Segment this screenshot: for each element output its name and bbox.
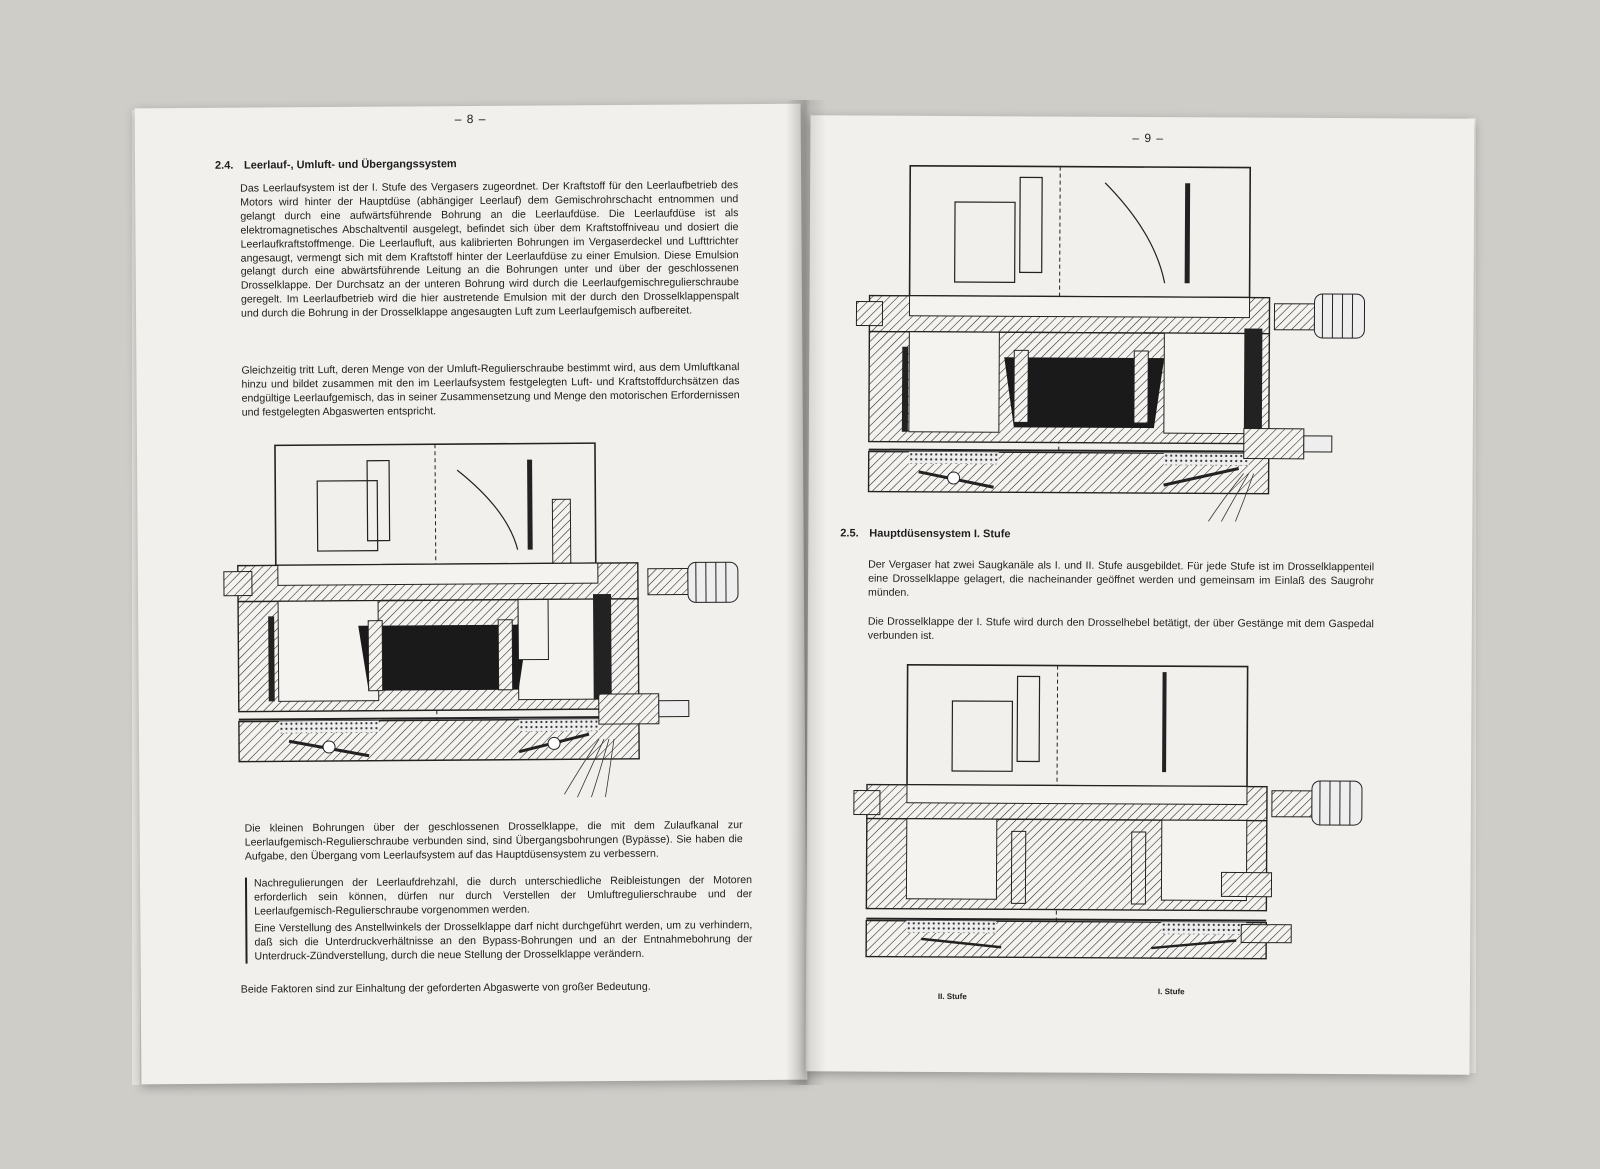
paragraph: Das Leerlaufsystem ist der I. Stufe des … (240, 179, 739, 320)
figure-label: I. Stufe (1157, 987, 1185, 997)
left-page: – 8 – 2.4. Leerlauf-, Umluft- und Übergan… (134, 103, 808, 1085)
carburetor-diagram-bottom (851, 660, 1373, 973)
section-number: 2.4. (214, 159, 234, 172)
right-page: – 9 – (805, 115, 1475, 1075)
page-stack-edge-left (132, 110, 140, 1085)
note: Nachregulierungen der Leerlaufdrehzahl, … (253, 874, 753, 918)
section-title: Hauptdüsensystem I. Stufe (869, 527, 1011, 541)
carburetor-diagram-top (853, 162, 1375, 525)
section-heading: 2.4. Leerlauf-, Umluft- und Übergangssyst… (215, 158, 457, 172)
section-heading: 2.5. Hauptdüsensystem I. Stufe (840, 527, 1010, 540)
carburetor-diagram-idle (217, 438, 750, 802)
paragraph: Die Drosselklappe der I. Stufe wird durc… (867, 615, 1374, 642)
closing-paragraph: Beide Faktoren sind zur Einhaltung der g… (240, 980, 651, 996)
paragraph: Der Vergaser hat zwei Saugkanäle als I. … (867, 558, 1375, 599)
figure-label: II. Stufe (937, 991, 967, 1002)
section-title: Leerlauf-, Umluft- und Übergangssystem (243, 158, 457, 172)
section-number: 2.5. (840, 527, 859, 540)
gutter-shadow (786, 100, 826, 1085)
page-number: – 8 – (454, 111, 487, 127)
page-number: – 9 – (1132, 130, 1165, 146)
note-box: Nachregulierungen der Leerlaufdrehzahl, … (244, 874, 753, 965)
note: Eine Verstellung des Anstellwinkels der … (254, 918, 753, 963)
paragraph: Gleichzeitig tritt Luft, deren Menge von… (241, 361, 740, 419)
paragraph: Die kleinen Bohrungen über der geschloss… (244, 819, 743, 863)
